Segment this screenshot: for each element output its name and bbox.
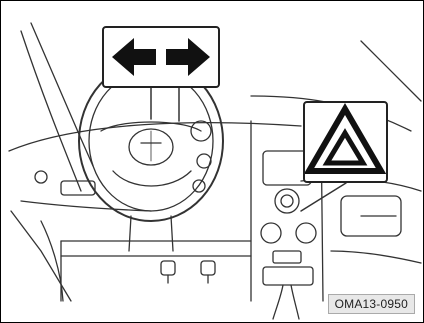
turn-signal-callout: [102, 26, 220, 88]
hazard-triangle-icon: [305, 103, 386, 181]
hazard-callout: [303, 101, 388, 183]
double-arrow-icon: [104, 28, 218, 86]
figure-code-label: OMA13-0950: [328, 294, 415, 314]
